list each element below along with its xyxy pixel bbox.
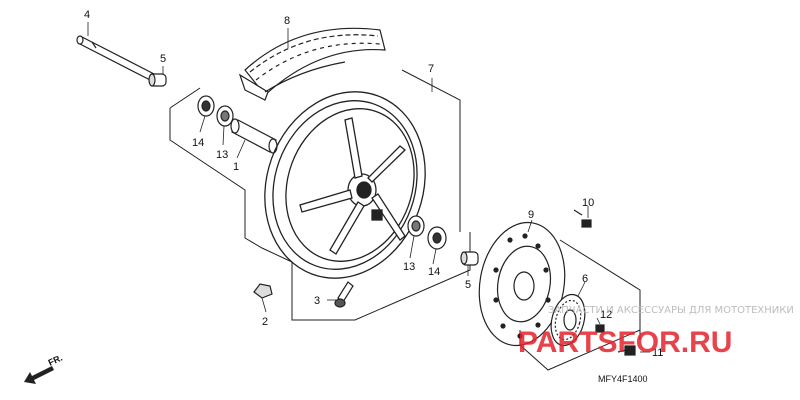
- valve-stem-icon: [334, 281, 354, 308]
- diagram-code: MFY4F1400: [598, 374, 648, 384]
- part-label-6: 6: [582, 273, 588, 285]
- watermark-logo: PARTSFOR.RU: [518, 326, 732, 359]
- part-label-4: 4: [84, 9, 90, 21]
- part-label-7: 7: [428, 63, 434, 75]
- dust-seal-right-icon: [427, 226, 447, 250]
- part-label-5-right: 5: [465, 279, 471, 291]
- balance-weight-icon: [253, 283, 273, 299]
- pulser-ring-icon: [550, 293, 586, 347]
- part-label-13-right: 13: [403, 261, 415, 273]
- assembly-outline: [169, 69, 471, 321]
- disc-bolt-icon: [573, 209, 592, 228]
- part-label-9: 9: [528, 209, 534, 221]
- leader-lines: [87, 22, 650, 353]
- spacer-top-icon: [148, 73, 167, 87]
- dust-seal-left-icon: [197, 95, 215, 117]
- watermark-text: ЗАПЧАСТИ И АКСЕССУАРЫ ДЛЯ МОТОТЕХНИКИ: [548, 305, 794, 316]
- part-label-8: 8: [284, 15, 290, 27]
- distance-collar-icon: [230, 118, 278, 154]
- brake-disc-icon: [478, 221, 566, 347]
- disc-assembly-outline: [519, 239, 641, 371]
- bearing-right-icon: [407, 215, 425, 237]
- part-label-3: 3: [314, 295, 320, 307]
- part-label-1: 1: [233, 161, 239, 173]
- part-label-12: 12: [600, 309, 612, 321]
- part-label-5-top: 5: [160, 53, 166, 65]
- tire-icon: [238, 27, 386, 101]
- part-label-14-right: 14: [428, 266, 440, 278]
- part-label-10: 10: [582, 197, 594, 209]
- part-label-11: 11: [652, 347, 663, 359]
- part-label-14-left: 14: [192, 137, 204, 149]
- wheel-rim-icon: [264, 91, 426, 279]
- flange-bolt-icon: [617, 345, 636, 356]
- front-axle-icon: [76, 35, 159, 83]
- front-direction-arrow-icon: FR.: [24, 353, 64, 384]
- part-label-13-left: 13: [216, 149, 228, 161]
- pulser-bolt-icon: [595, 324, 605, 333]
- direction-label: FR.: [47, 353, 64, 368]
- bearing-left-icon: [216, 105, 234, 127]
- spacer-right-icon: [460, 251, 479, 266]
- part-label-2: 2: [262, 316, 268, 328]
